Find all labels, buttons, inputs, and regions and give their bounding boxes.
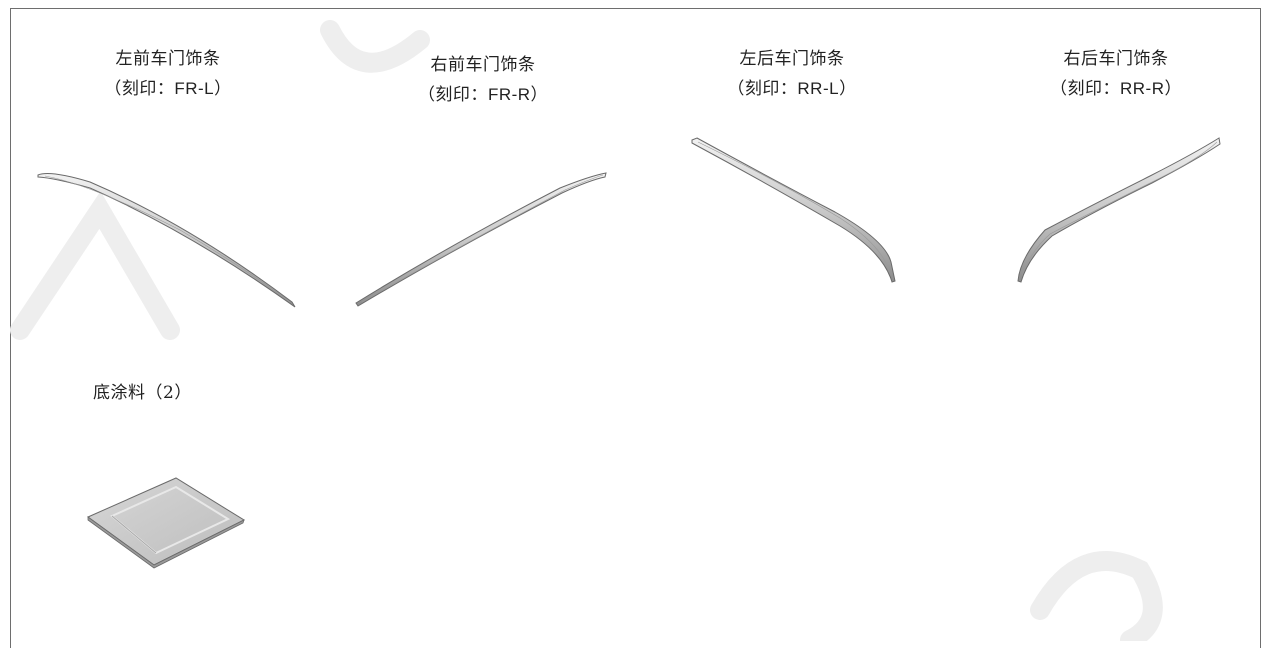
part-label-rear-right: 右后车门饰条 （刻印：RR-R） (1016, 44, 1216, 104)
part-marking: （刻印：RR-L） (727, 79, 857, 99)
front-right-molding-drawing (355, 172, 607, 307)
primer-pad-drawing (87, 477, 246, 569)
part-name: 左前车门饰条 (115, 49, 221, 69)
rear-right-molding-drawing (1017, 137, 1221, 283)
part-marking: （刻印：FR-L） (104, 79, 232, 99)
part-name: 右前车门饰条 (430, 55, 536, 75)
part-name: 右后车门饰条 (1063, 49, 1169, 69)
part-label-front-left: 左前车门饰条 （刻印：FR-L） (68, 44, 268, 104)
marking-code: FR-R (487, 85, 531, 104)
primer-label: 底涂料（2） (93, 383, 192, 403)
part-marking: （刻印：RR-R） (1050, 79, 1182, 99)
marking-code: FR-L (174, 79, 215, 98)
part-label-rear-left: 左后车门饰条 （刻印：RR-L） (692, 44, 892, 104)
marking-code: RR-L (797, 79, 840, 98)
front-left-molding-drawing (37, 173, 296, 308)
marking-code: RR-R (1120, 79, 1165, 98)
part-label-front-right: 右前车门饰条 （刻印：FR-R） (383, 50, 583, 110)
part-name: 左后车门饰条 (739, 49, 845, 69)
part-marking: （刻印：FR-R） (417, 85, 549, 105)
rear-left-molding-drawing (691, 137, 896, 283)
